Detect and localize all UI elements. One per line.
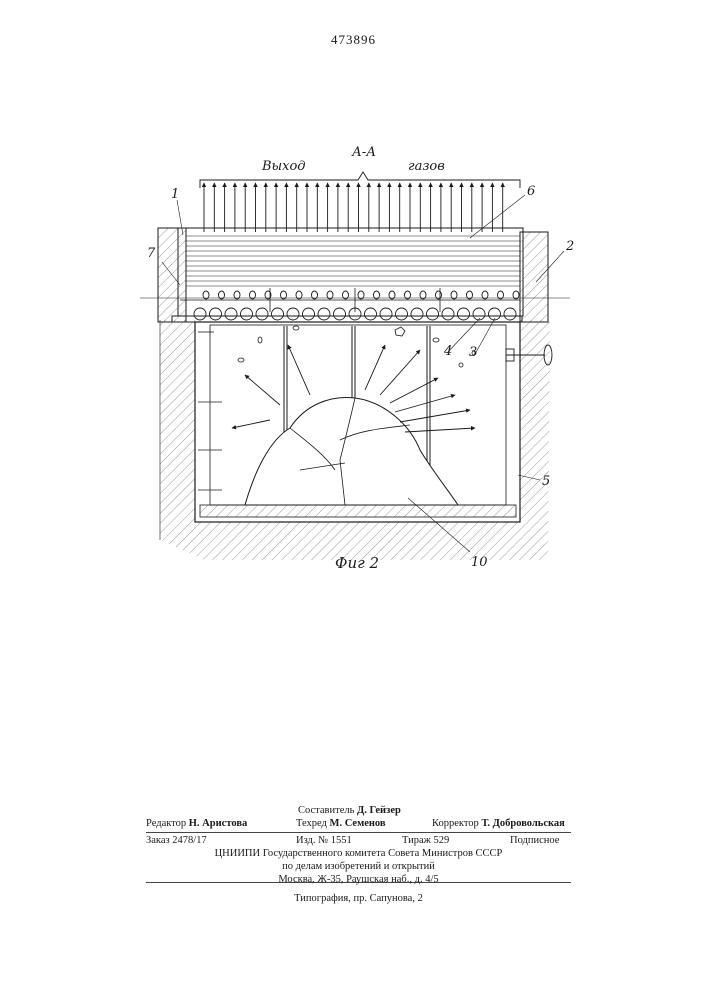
- nozzle: [210, 308, 222, 320]
- nozzle: [225, 308, 237, 320]
- callout-6: 6: [527, 184, 535, 199]
- techred: Техред М. Семенов: [296, 817, 386, 830]
- editor: Редактор Н. Аристова: [146, 817, 247, 830]
- gas-exit-arrows: [204, 183, 503, 232]
- nozzle: [318, 308, 330, 320]
- nozzle: [427, 308, 439, 320]
- nozzle: [504, 308, 516, 320]
- printing: Типография, пр. Сапунова, 2: [146, 892, 571, 905]
- nozzle: [396, 308, 408, 320]
- nozzle: [489, 308, 501, 320]
- nozzle: [411, 308, 423, 320]
- top-label-left: Выход: [261, 159, 306, 174]
- imprint: Составитель Д. Гейзер Редактор Н. Аристо…: [146, 804, 571, 905]
- corrector: Корректор Т. Добровольская: [432, 817, 565, 830]
- side-box-right: [520, 232, 548, 322]
- compiler: Составитель Д. Гейзер: [298, 804, 401, 817]
- org-line-2: по делам изобретений и открытий: [146, 860, 571, 873]
- nozzle: [442, 308, 454, 320]
- callout-7: 7: [147, 246, 156, 261]
- patent-number: 473896: [0, 32, 707, 48]
- order: Заказ 2478/17: [146, 834, 207, 847]
- address: Москва, Ж-35, Раушская наб., д. 4/5: [146, 873, 571, 886]
- top-label-right: газов: [408, 159, 445, 174]
- callout-4: 4: [443, 344, 452, 359]
- nozzle: [473, 308, 485, 320]
- callout-5: 5: [542, 474, 550, 489]
- section-label: А-А: [351, 145, 376, 160]
- nozzle: [458, 308, 470, 320]
- circulation: Тираж 529: [402, 834, 449, 847]
- subscription: Подписное: [510, 834, 559, 847]
- tube-bank-lines: [186, 236, 520, 286]
- nozzle: [256, 308, 268, 320]
- callout-2: 2: [565, 239, 574, 254]
- nozzle: [365, 308, 377, 320]
- nozzle: [194, 308, 206, 320]
- org-line-1: ЦНИИПИ Государственного комитета Совета …: [146, 847, 571, 860]
- nozzle: [287, 308, 299, 320]
- pit-floor: [200, 505, 516, 517]
- nozzle: [272, 308, 284, 320]
- figure-caption: Фиг 2: [335, 554, 379, 572]
- callout-10: 10: [471, 555, 488, 570]
- nozzle: [334, 308, 346, 320]
- nozzle: [241, 308, 253, 320]
- callout-1: 1: [171, 187, 179, 202]
- technical-drawing: А-А Выход газов: [140, 130, 580, 580]
- edition: Изд. № 1551: [296, 834, 352, 847]
- nozzle: [303, 308, 315, 320]
- callout-3: 3: [469, 345, 477, 360]
- nozzle: [380, 308, 392, 320]
